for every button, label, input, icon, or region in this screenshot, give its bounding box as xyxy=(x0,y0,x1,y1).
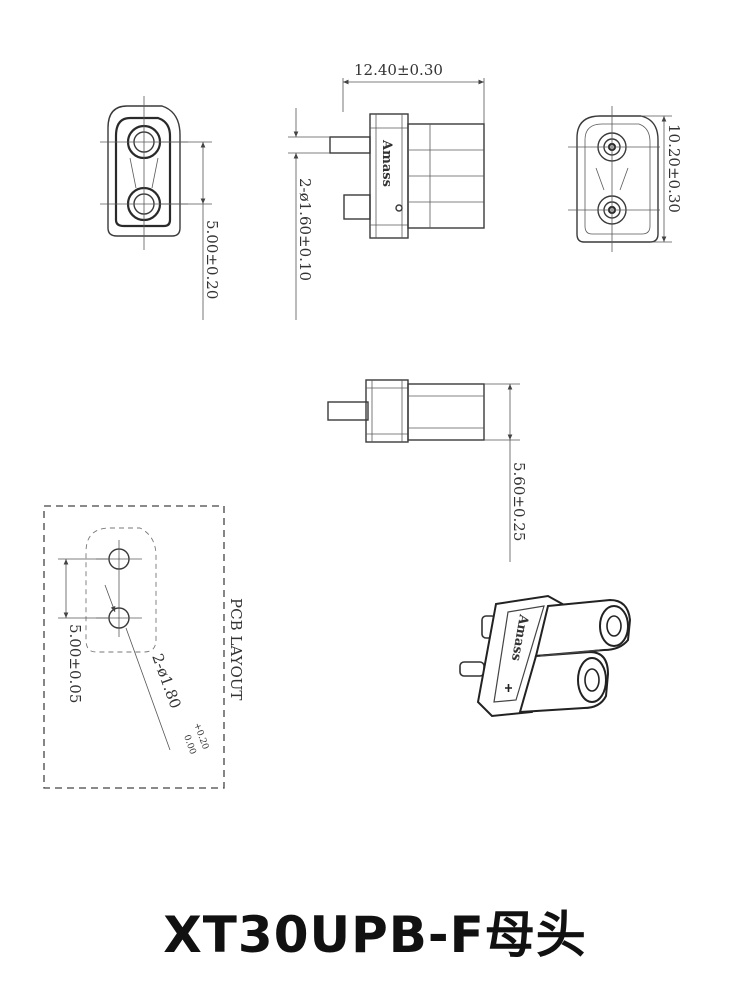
pcb-layout: 5.00±0.05 2-ø1.80 +0.20 0.00 PCB LAYOUT xyxy=(43,505,245,789)
top-view: 5.60±0.25 xyxy=(327,379,528,562)
brand-mark: Amass xyxy=(379,139,394,187)
pitch-dimension-label: 5.00±0.20 xyxy=(203,220,221,299)
pcb-pitch-label: 5.00±0.05 xyxy=(66,624,84,703)
depth-dimension-label: 5.60±0.25 xyxy=(510,462,528,541)
width-dimension-label: 12.40±0.30 xyxy=(354,61,443,79)
rear-view: 10.20±0.30 xyxy=(568,106,683,252)
pin-diameter-label: 2-ø1.60±0.10 xyxy=(296,178,314,281)
side-view: 12.40±0.30 Amass 2-ø1.60±0.10 xyxy=(288,61,485,320)
page-title: XT30UPB-F母头 xyxy=(163,906,587,964)
pcb-hole-label: 2-ø1.80 xyxy=(148,651,184,711)
pcb-layout-label: PCB LAYOUT xyxy=(227,598,245,700)
height-dimension-label: 10.20±0.30 xyxy=(665,124,683,213)
pcb-hole-tol-lower: 0.00 xyxy=(181,734,197,757)
connector-3d-render: Amass xyxy=(459,594,632,718)
front-view: 5.00±0.20 xyxy=(100,96,221,320)
